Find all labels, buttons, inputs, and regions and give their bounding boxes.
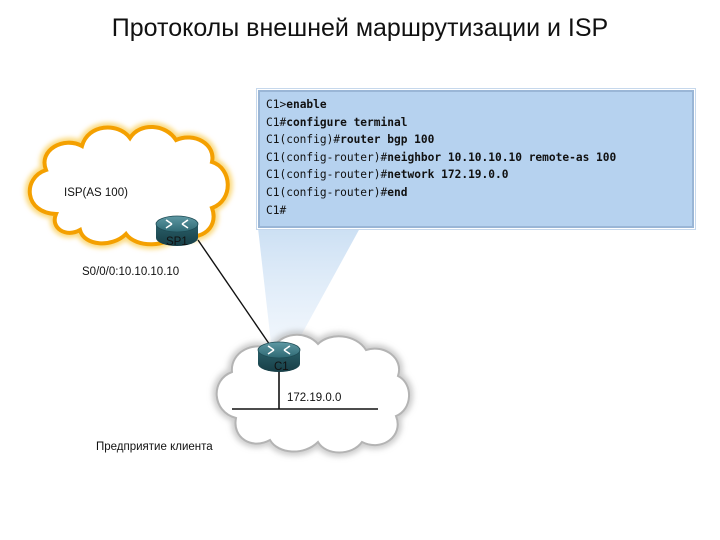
cli-line: C1(config-router)#network 172.19.0.0	[266, 168, 509, 182]
isp-cloud	[24, 122, 233, 250]
cli-terminal: C1>enable C1#configure terminal C1(confi…	[258, 90, 694, 228]
client-cloud-label: Предприятие клиента	[96, 441, 213, 453]
cli-line: C1(config-router)#neighbor 10.10.10.10 r…	[266, 150, 617, 164]
cli-line: C1#configure terminal	[266, 115, 408, 129]
sp1-router-label: SP1	[166, 236, 188, 248]
client-network-label: 172.19.0.0	[287, 392, 342, 404]
slide-title: Протоколы внешней маршрутизации и ISP	[111, 14, 609, 42]
cli-line: C1(config-router)#end	[266, 185, 408, 199]
cli-line: C1(config)#router bgp 100	[266, 133, 435, 147]
serial-link	[197, 239, 273, 349]
c1-router-label: C1	[274, 361, 289, 373]
router-sp1-icon	[155, 215, 199, 246]
sp1-interface-label: S0/0/0:10.10.10.10	[82, 266, 180, 278]
cli-line: C1>enable	[266, 98, 327, 111]
callout-beam	[258, 228, 360, 352]
isp-cloud-label: ISP(AS 100)	[64, 187, 128, 199]
lan-segment	[232, 366, 378, 410]
router-c1-icon	[257, 341, 301, 372]
cli-line: C1#	[266, 203, 287, 217]
